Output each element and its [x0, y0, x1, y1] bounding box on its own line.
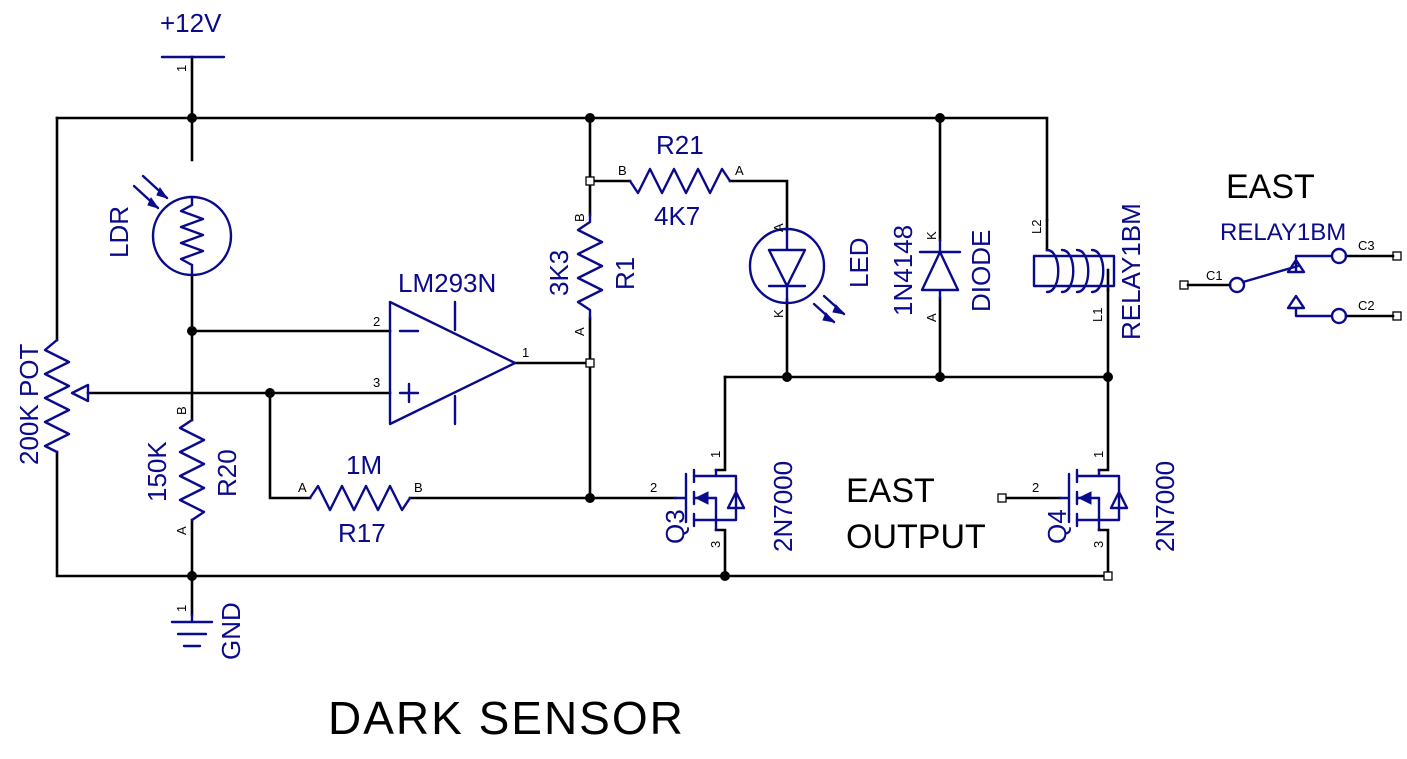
diode-pin-a: A: [924, 313, 939, 322]
relay-c1-label: C1: [1206, 268, 1223, 283]
mosfet-q4: 2 1 3 Q4 2N7000: [1032, 451, 1180, 552]
relay-coil-part: RELAY1BM: [1116, 203, 1146, 340]
q4-pin-s: 3: [1091, 541, 1106, 548]
relay-contacts: EAST RELAY1BM C1 C3 C2: [1179, 168, 1402, 325]
diode-part: 1N4148: [888, 225, 918, 316]
q3-pin-d: 1: [708, 451, 723, 458]
led-pin-k: K: [771, 309, 786, 318]
resistor-r20: B A 150K R20: [142, 406, 242, 535]
diode-label: DIODE: [966, 230, 996, 312]
junction-dot: [187, 326, 197, 336]
r1-pin-b: B: [572, 213, 587, 222]
junction-dot: [585, 113, 595, 123]
relay-c3-label: C3: [1358, 238, 1375, 253]
q4-pin-g: 2: [1032, 480, 1039, 495]
ground-symbol: 1 GND: [170, 602, 246, 660]
led-pin-a: A: [771, 223, 786, 232]
resistor-r17: A B 1M R17: [298, 450, 423, 548]
junction-dots: [187, 113, 1113, 581]
opamp-pin-inv: 2: [373, 314, 380, 329]
ldr-body: [151, 195, 233, 277]
relay-coil-body: [1032, 254, 1116, 288]
junction-dot: [720, 571, 730, 581]
terminal: [585, 176, 595, 186]
r17-ref: R17: [338, 518, 386, 548]
relay-pin-l1: L1: [1090, 308, 1105, 322]
junction-dot: [935, 113, 945, 123]
pot-label: 200K POT: [14, 343, 44, 465]
r1-value: 3K3: [544, 250, 574, 296]
contact-c2: [1330, 307, 1348, 325]
relay-pin-l2: L2: [1029, 220, 1044, 234]
junction-dot: [1103, 372, 1113, 382]
q3-pin-s: 3: [708, 541, 723, 548]
junction-dot: [782, 372, 792, 382]
contact-c3: [1330, 247, 1348, 265]
potentiometer-200k: 200K POT: [14, 338, 90, 465]
east-output-line1: EAST: [846, 472, 935, 510]
opamp-lm293n: LM293N 2 3 1: [373, 268, 529, 426]
q3-pin-g: 2: [650, 480, 657, 495]
q3-ref: Q3: [660, 509, 690, 544]
ldr-label: LDR: [104, 206, 134, 258]
r20-ref: R20: [212, 449, 242, 497]
ground-pin: 1: [174, 605, 189, 612]
led: A K LED: [748, 223, 874, 324]
relay-c2-label: C2: [1358, 298, 1375, 313]
terminal: [585, 358, 595, 368]
opamp-pin-out: 1: [522, 345, 529, 360]
r17-pin-b: B: [414, 480, 423, 495]
r21-ref: R21: [656, 130, 704, 160]
resistor-r21: B A R21 4K7: [618, 130, 744, 231]
junction-dot: [187, 571, 197, 581]
mosfet-q3: 2 1 3 Q3 2N7000: [650, 451, 798, 552]
ldr: LDR: [104, 174, 233, 277]
r1-ref: R1: [610, 257, 640, 290]
r21-pin-a: A: [735, 163, 744, 178]
r21-value: 4K7: [654, 201, 700, 231]
contact-c1: [1228, 276, 1246, 294]
relay-contacts-part: RELAY1BM: [1220, 219, 1346, 246]
schematic-title: DARK SENSOR: [328, 692, 685, 744]
q4-pin-d: 1: [1091, 451, 1106, 458]
junction-dot: [187, 113, 197, 123]
q3-part: 2N7000: [768, 461, 798, 552]
terminal: [1103, 571, 1113, 581]
supply-pin: 1: [174, 65, 189, 72]
east-output-label: EAST OUTPUT: [846, 472, 986, 556]
resistor-r1: B A 3K3 R1: [544, 213, 640, 336]
opamp-pin-noninv: 3: [373, 375, 380, 390]
junction-dot: [935, 372, 945, 382]
terminal: [997, 493, 1007, 503]
diode-pin-k: K: [924, 231, 939, 240]
ground-label: GND: [216, 602, 246, 660]
r17-pin-a: A: [298, 480, 307, 495]
terminals: [585, 176, 1113, 581]
supply-label: +12V: [160, 8, 222, 38]
r20-pin-b: B: [174, 406, 189, 415]
junction-dot: [585, 493, 595, 503]
r1-pin-a: A: [572, 327, 587, 336]
q4-ref: Q4: [1042, 509, 1072, 544]
r20-value: 150K: [142, 441, 172, 502]
diode-1n4148: K A 1N4148 DIODE: [888, 225, 996, 322]
relay-contacts-title: EAST: [1226, 168, 1315, 206]
relay-coil: L2 L1 RELAY1BM: [1029, 203, 1146, 340]
led-label: LED: [844, 237, 874, 288]
opamp-part: LM293N: [398, 268, 496, 298]
wiring: [55, 55, 1110, 617]
r20-pin-a: A: [174, 526, 189, 535]
supply-12v: +12V 1: [160, 8, 226, 72]
r21-pin-b: B: [618, 163, 627, 178]
east-output-line2: OUTPUT: [846, 518, 986, 556]
r17-value: 1M: [346, 450, 382, 480]
junction-dot: [265, 388, 275, 398]
q4-part: 2N7000: [1150, 461, 1180, 552]
